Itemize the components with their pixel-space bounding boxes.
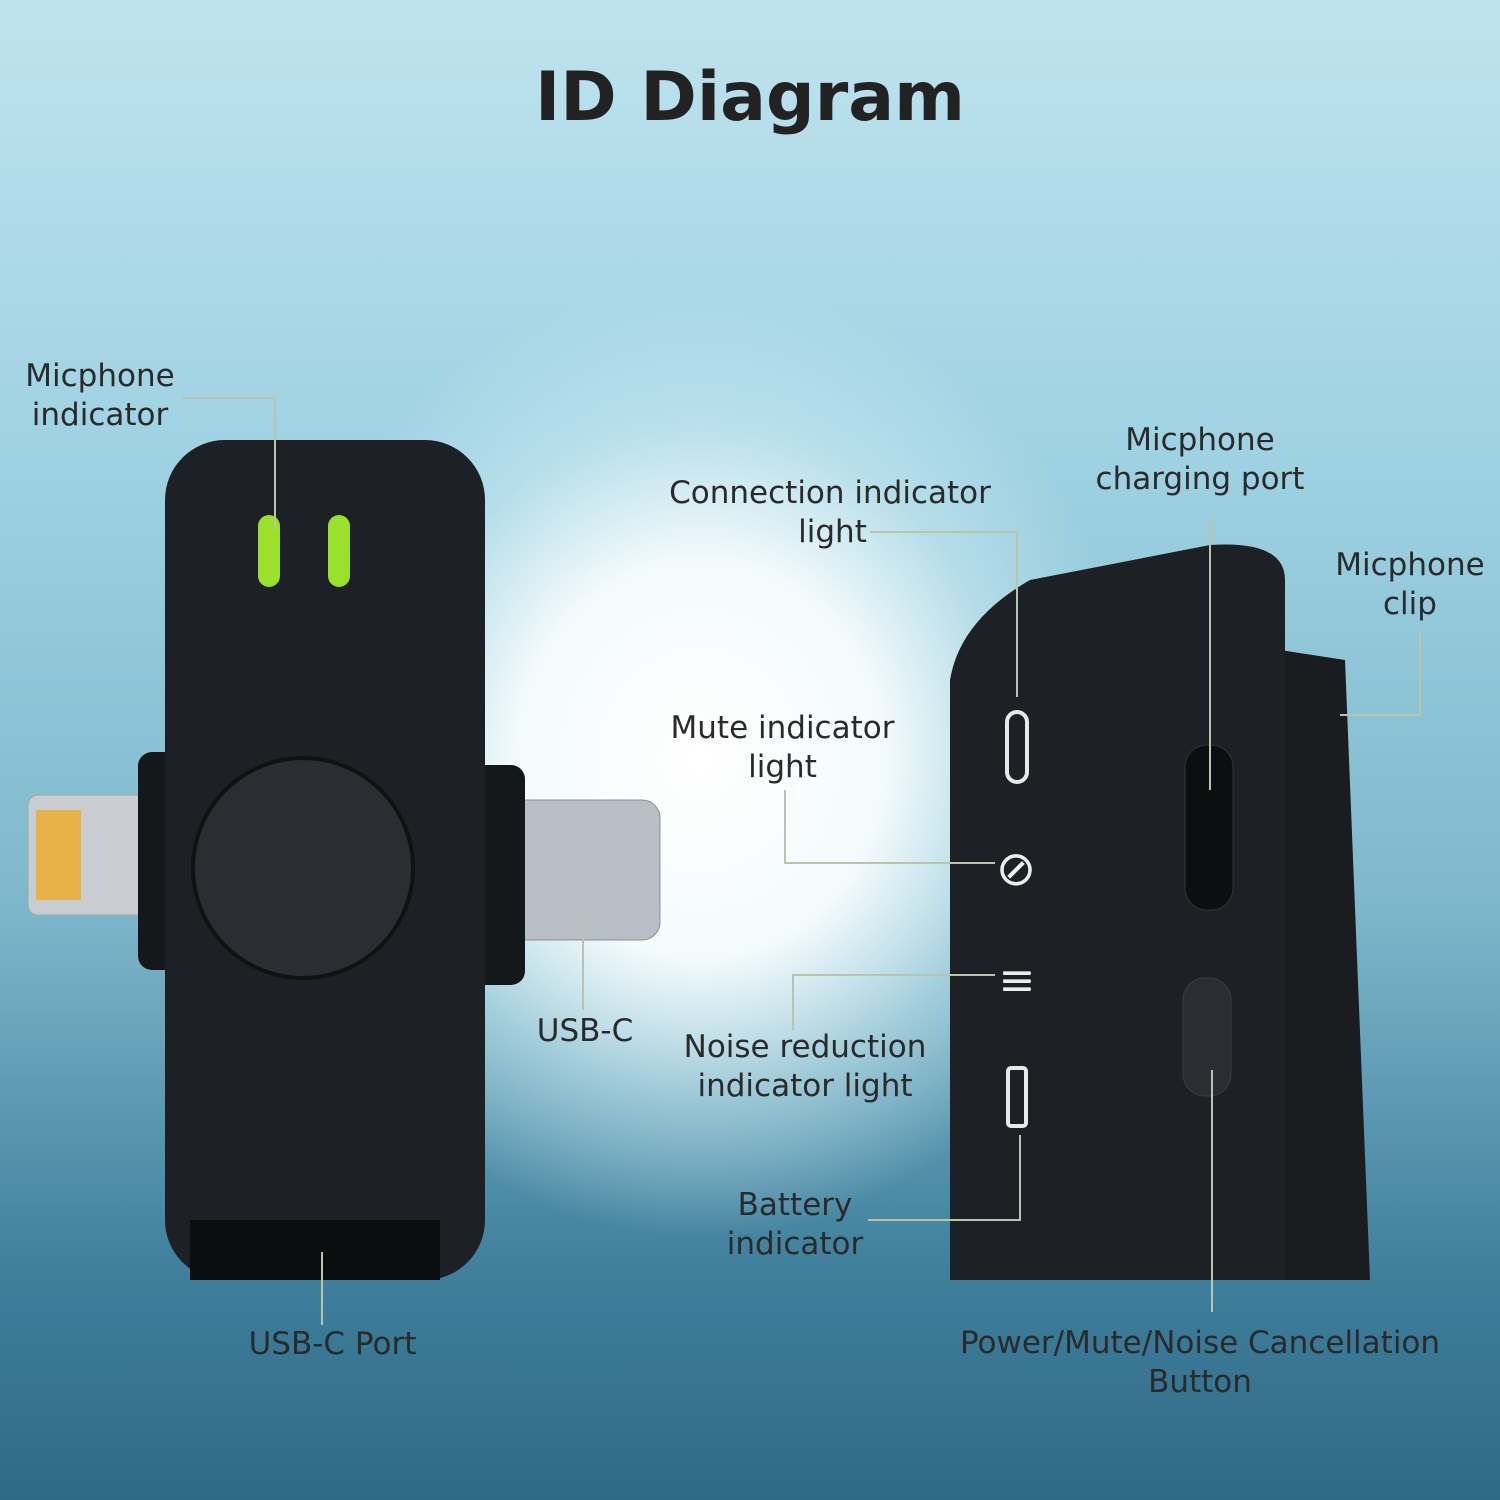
mic-mute-icon: ⊘: [996, 841, 1036, 897]
noise-icon: ≡: [999, 955, 1036, 1006]
label-usbc-port: USB-C Port: [248, 1326, 417, 1362]
led-1: [258, 515, 280, 587]
battery-icon: [1006, 1066, 1028, 1128]
link-icon: [1005, 710, 1029, 784]
mic-clip: [1270, 650, 1370, 1280]
magnetic-disc: [191, 756, 415, 980]
led-2: [328, 515, 350, 587]
label-usbc: USB-C: [536, 1013, 634, 1049]
page-title: ID Diagram: [534, 58, 965, 137]
